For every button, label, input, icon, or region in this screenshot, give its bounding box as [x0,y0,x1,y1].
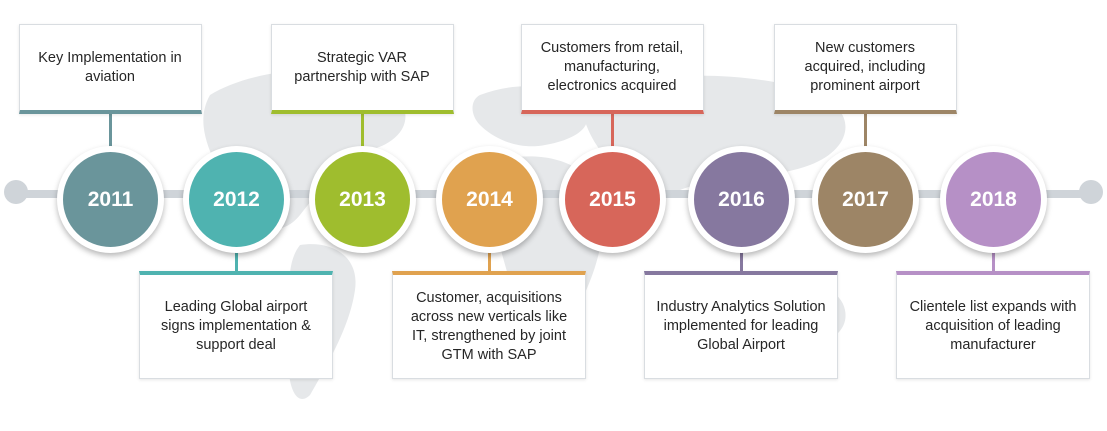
year-label: 2011 [87,187,134,211]
milestone-card-2018: Clientele list expands with acquisition … [896,271,1090,379]
year-label: 2013 [339,187,386,211]
milestone-card-2015: Customers from retail, manufacturing, el… [520,24,704,114]
milestone-card-2012: Leading Global airport signs implementat… [139,271,333,379]
milestone-description: Key Implementation in aviation [38,49,182,85]
milestone-description: Strategic VAR partnership with SAP [294,49,430,85]
milestone-connector [235,240,238,271]
year-node-2011: 2011 [57,146,164,253]
year-node-2017: 2017 [812,146,919,253]
timeline-start-cap [4,180,28,204]
year-label: 2012 [213,187,260,211]
timeline-end-cap [1079,180,1103,204]
milestone-connector [109,114,112,150]
milestone-card-2017: New customers acquired, including promin… [773,24,957,114]
timeline-track [14,190,1092,198]
milestone-description: Customer, acquisitions across new vertic… [410,289,568,363]
year-node-2015: 2015 [559,146,666,253]
year-node-2013: 2013 [309,146,416,253]
milestone-card-2011: Key Implementation in aviation [18,24,202,114]
milestone-card-2016: Industry Analytics Solution implemented … [644,271,838,379]
year-label: 2017 [842,187,889,211]
milestone-card-2014: Customer, acquisitions across new vertic… [392,271,586,379]
milestone-description: Customers from retail, manufacturing, el… [540,40,684,94]
year-node-2014: 2014 [436,146,543,253]
milestone-connector [740,240,743,271]
milestone-card-2013: Strategic VAR partnership with SAP [270,24,454,114]
milestone-connector [488,240,491,271]
milestone-connector [611,114,614,150]
year-label: 2015 [589,187,636,211]
year-node-2016: 2016 [688,146,795,253]
year-label: 2018 [970,187,1017,211]
milestone-connector [992,240,995,271]
year-node-2018: 2018 [940,146,1047,253]
milestone-description: Clientele list expands with acquisition … [909,299,1077,353]
milestone-connector [361,114,364,150]
year-label: 2016 [718,187,765,211]
year-node-2012: 2012 [183,146,290,253]
milestone-description: New customers acquired, including promin… [804,40,926,94]
milestone-description: Leading Global airport signs implementat… [161,299,311,353]
milestone-connector [864,114,867,150]
year-label: 2014 [466,187,513,211]
milestone-description: Industry Analytics Solution implemented … [656,299,826,353]
